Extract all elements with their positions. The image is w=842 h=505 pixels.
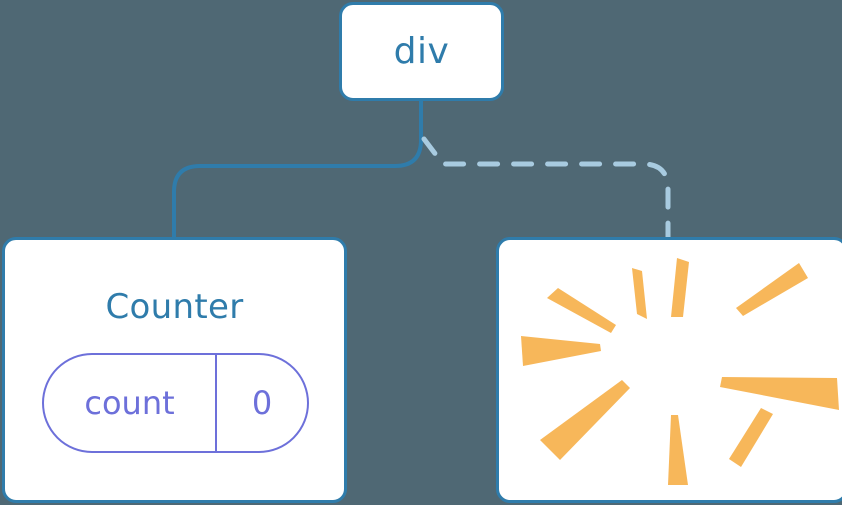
- edge-div-to-updating: [421, 136, 671, 240]
- state-pill-count[interactable]: count 0: [42, 353, 309, 453]
- node-div-label: div: [393, 30, 450, 72]
- state-value-label: 0: [251, 384, 273, 422]
- state-key-label: count: [44, 355, 217, 451]
- sparkle-burst-icon: [521, 258, 839, 485]
- node-updating[interactable]: [496, 237, 842, 503]
- node-counter-title: Counter: [105, 287, 244, 327]
- node-div[interactable]: div: [339, 2, 504, 101]
- edge-div-to-counter: [172, 99, 423, 239]
